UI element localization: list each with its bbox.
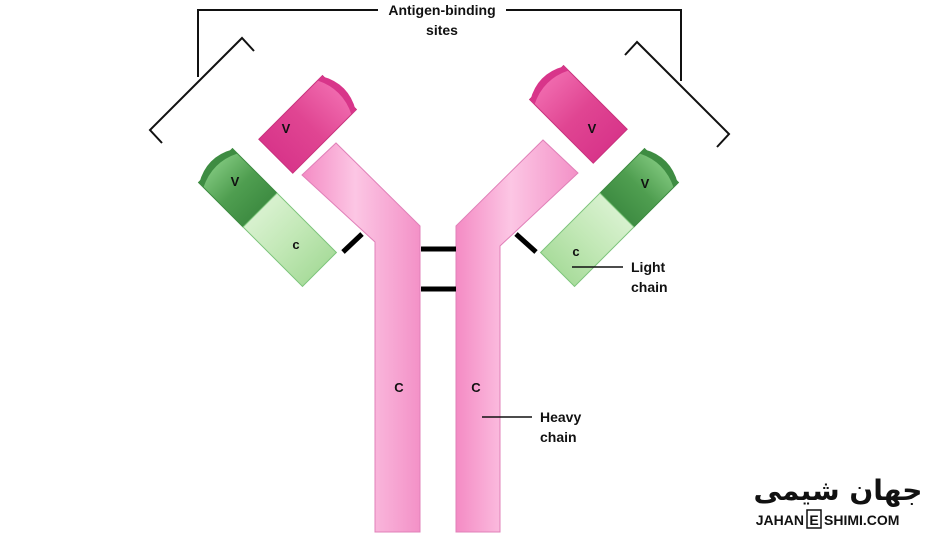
segment-label-v-heavy-left: V [282,121,291,136]
segment-label-c-heavy-left: C [394,380,404,395]
site-logo: جهان شیمی JAHAN E SHIMI.COM [754,474,923,529]
disulfide-bonds [341,232,538,292]
heavy-chain-left [258,74,421,533]
logo-domain-left: JAHAN [756,512,804,528]
segment-label-v-heavy-right: V [588,121,597,136]
svg-text:Light: Light [631,259,666,275]
logo-script-text: جهان شیمی [754,474,923,507]
segment-label-c-heavy-right: C [471,380,481,395]
segment-label-c-light-right: c [572,244,579,259]
svg-text:sites: sites [426,22,458,38]
heavy-variable-left [258,74,358,174]
logo-domain-e: E [809,512,818,528]
svg-text:chain: chain [540,429,577,445]
segment-label-v-light-left: V [231,174,240,189]
logo-domain-right: SHIMI.COM [824,512,899,528]
segment-label-v-light-right: V [641,176,650,191]
bond-light-left [341,232,364,254]
light-chain-left [197,147,338,288]
heavy-chain-right [455,64,628,533]
light-chain-right [539,147,680,288]
bond-light-right [514,232,538,254]
antigen-binding-label: Antigen-binding sites [388,2,495,38]
heavy-chain-callout: Heavy chain [482,409,581,445]
logo-e-box [806,509,822,529]
svg-text:chain: chain [631,279,668,295]
antigen-binding-bracket [148,9,731,148]
svg-text:Antigen-binding: Antigen-binding [388,2,495,18]
heavy-variable-right [528,64,628,164]
light-chain-callout: Light chain [572,259,668,295]
svg-text:Heavy: Heavy [540,409,581,425]
segment-label-c-light-left: c [292,237,299,252]
